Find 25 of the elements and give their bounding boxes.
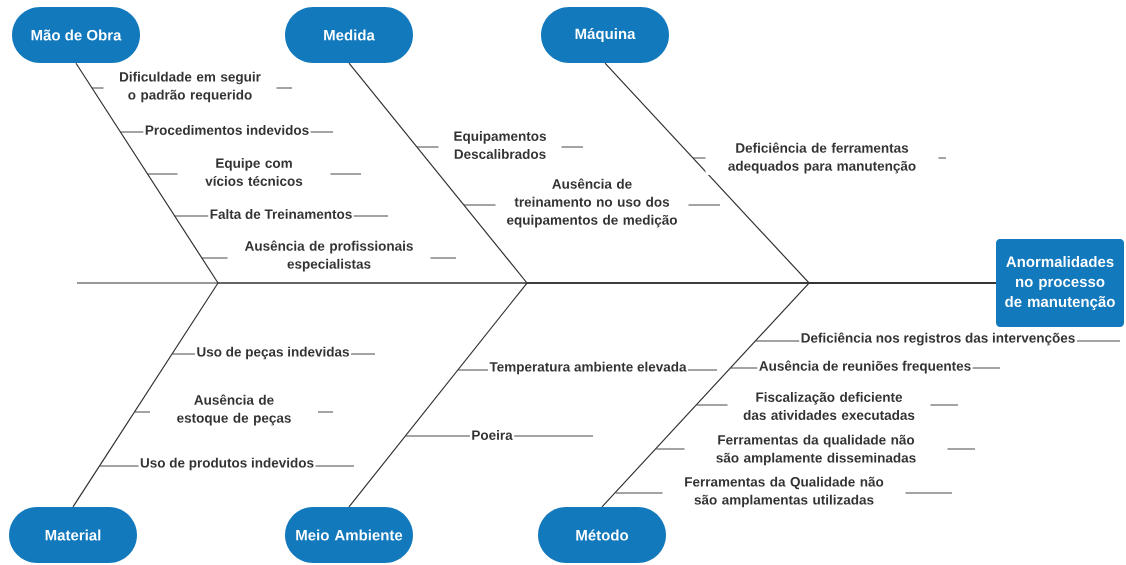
category-box: Método — [538, 507, 666, 563]
cause-text: Uso de peças indevidas — [194, 345, 352, 361]
cause-text: Fiscalização deficiente das atividades executadas — [727, 390, 931, 422]
effect-box: Anormalidades no processo de manutenção — [996, 239, 1124, 327]
cause-text: Procedimentos indevidos — [143, 123, 311, 137]
cause-text: Ausência de treinamento no uso dos equipamentos de medição — [495, 177, 689, 229]
cause-text: Falta de Treinamentos — [208, 207, 354, 221]
cause-text: Ausência de estoque de peças — [150, 393, 318, 427]
cause-text: Temperatura ambiente elevada — [487, 360, 689, 376]
category-box: Máquina — [541, 7, 669, 63]
bone-line — [601, 282, 997, 508]
category-box: Material — [9, 507, 137, 563]
cause-text: Ausência de reuniões frequentes — [757, 359, 973, 375]
category-box: Medida — [285, 7, 413, 63]
cause-text: Equipe com vícios técnicos — [177, 156, 331, 188]
cause-text: Ferramentas da Qualidade não são amplamentas utilizadas — [662, 475, 906, 509]
cause-text: Ferramentas da qualidade não são amplamente disseminadas — [684, 433, 948, 467]
cause-text: Uso de produtos indevidos — [138, 456, 316, 472]
cause-text: Poeira — [469, 428, 515, 442]
category-box: Mão de Obra — [12, 7, 140, 63]
cause-text: Equipamentos Descalibrados — [438, 129, 562, 161]
cause-text: Ausência de profissionais especialistas — [227, 239, 431, 273]
cause-text: Dificuldade em seguir o padrão requerido — [103, 70, 277, 104]
category-box: Meio Ambiente — [285, 507, 413, 563]
cause-text: Deficiência nos registros das intervenções — [799, 331, 1077, 347]
